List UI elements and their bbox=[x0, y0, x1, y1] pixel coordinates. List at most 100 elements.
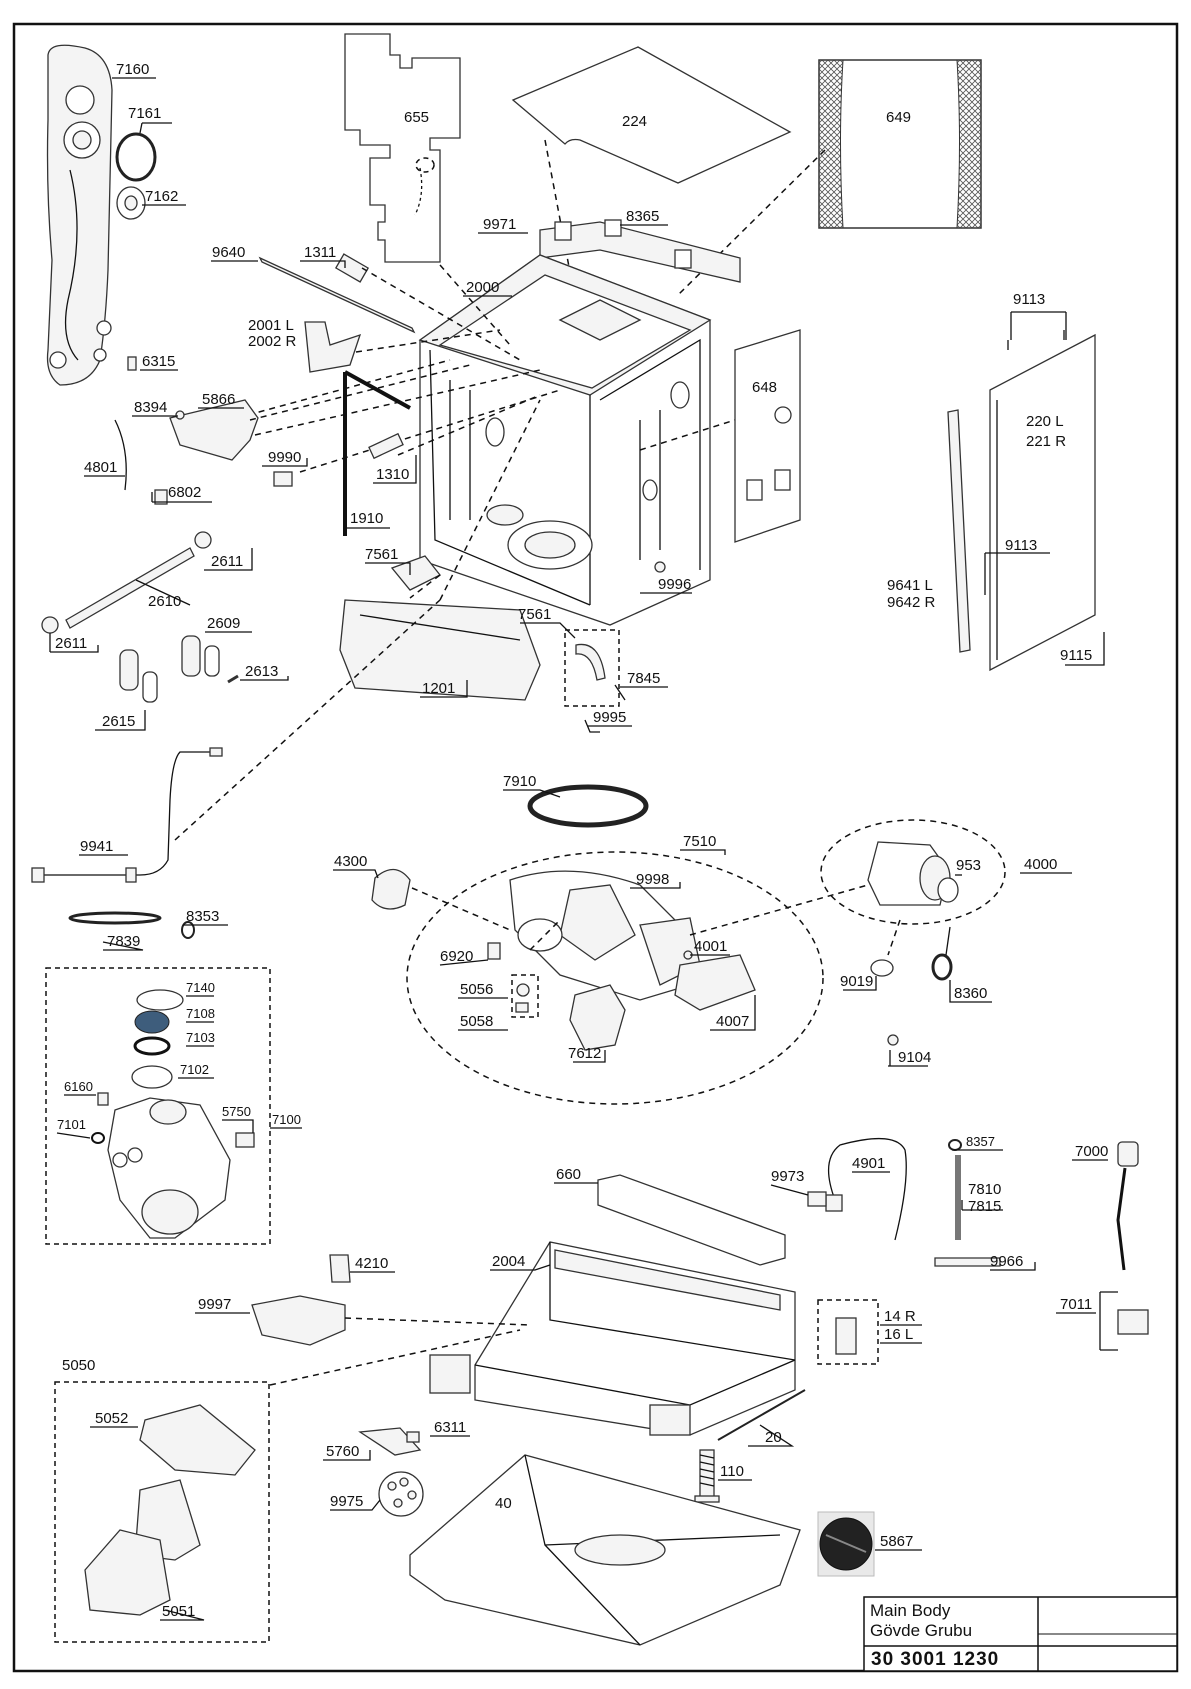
part-660-insulation-bar bbox=[597, 1174, 786, 1266]
page-border bbox=[12, 22, 1179, 1673]
label-2004: 2004 bbox=[492, 1253, 525, 1270]
part-224-insulation-top bbox=[511, 46, 792, 184]
group-5056-5058 bbox=[511, 974, 539, 1018]
part-9966-hose-clip bbox=[934, 1257, 1001, 1267]
group-7510-sump-assembly bbox=[406, 851, 824, 1105]
label-7910: 7910 bbox=[503, 773, 536, 790]
group-7100-softener bbox=[45, 967, 271, 1245]
part-7108-float bbox=[134, 1010, 170, 1034]
part-6311-clip bbox=[406, 1431, 420, 1443]
label-9973: 9973 bbox=[771, 1168, 804, 1185]
label-9998: 9998 bbox=[636, 871, 669, 888]
label-7839: 7839 bbox=[107, 933, 140, 950]
label-5052: 5052 bbox=[95, 1410, 128, 1427]
label-9640: 9640 bbox=[212, 244, 245, 261]
label-9996: 9996 bbox=[658, 576, 691, 593]
label-7101: 7101 bbox=[57, 1117, 86, 1132]
part-7000-inlet-hose bbox=[1116, 1141, 1139, 1271]
part-6315-clip bbox=[127, 356, 137, 371]
label-224: 224 bbox=[622, 113, 647, 130]
label-7815: 7815 bbox=[968, 1198, 1001, 1215]
part-2615-wheel-set bbox=[119, 649, 158, 703]
part-7101-o-ring bbox=[91, 1132, 105, 1144]
label-2613: 2613 bbox=[245, 663, 278, 680]
label-1310: 1310 bbox=[376, 466, 409, 483]
part-6160-sensor bbox=[97, 1092, 109, 1106]
label-9997: 9997 bbox=[198, 1296, 231, 1313]
part-2000-tub bbox=[418, 254, 712, 626]
part-2613-pin bbox=[227, 674, 239, 684]
part-8394-screw bbox=[175, 410, 185, 420]
part-9975-filter-disc bbox=[378, 1471, 424, 1517]
label-8394: 8394 bbox=[134, 399, 167, 416]
part-7160-housing bbox=[46, 44, 113, 386]
label-2609: 2609 bbox=[207, 615, 240, 632]
label-9971: 9971 bbox=[483, 216, 516, 233]
label-4300: 4300 bbox=[334, 853, 367, 870]
label-5050: 5050 bbox=[62, 1357, 95, 1374]
part-5051-frame bbox=[84, 1529, 171, 1616]
part-2610-strip bbox=[65, 547, 195, 629]
part-6802-sensor bbox=[154, 489, 168, 505]
label-110: 110 bbox=[720, 1463, 744, 1480]
label-655: 655 bbox=[404, 109, 429, 126]
label-9113-mid: 9113 bbox=[1005, 537, 1037, 554]
part-220-221-side-panel bbox=[989, 333, 1096, 672]
part-7011-valve bbox=[1117, 1309, 1149, 1335]
part-5052-cover bbox=[139, 1404, 256, 1476]
part-9998-sump bbox=[509, 870, 701, 1001]
part-9990-clip bbox=[273, 471, 293, 487]
label-8357: 8357 bbox=[966, 1134, 995, 1149]
part-7162-disc bbox=[116, 186, 146, 220]
part-4210-sensor bbox=[329, 1254, 351, 1283]
label-7160: 7160 bbox=[116, 61, 149, 78]
part-7910-gasket-ring bbox=[527, 784, 649, 828]
part-7140-cap bbox=[136, 989, 184, 1011]
label-5051: 5051 bbox=[162, 1603, 195, 1620]
part-655-insulation bbox=[344, 33, 461, 263]
part-7100-softener-body bbox=[107, 1097, 231, 1239]
label-7103: 7103 bbox=[186, 1030, 215, 1045]
part-110-foot bbox=[694, 1449, 720, 1503]
label-9115: 9115 bbox=[1060, 647, 1092, 664]
label-9941: 9941 bbox=[80, 838, 113, 855]
label-221-r: 221 R bbox=[1026, 433, 1066, 450]
label-9966: 9966 bbox=[990, 1253, 1023, 1270]
label-8360: 8360 bbox=[954, 985, 987, 1002]
label-7561-left: 7561 bbox=[365, 546, 398, 563]
part-4007-filter bbox=[674, 954, 756, 1011]
label-7100: 7100 bbox=[272, 1112, 301, 1127]
label-4901: 4901 bbox=[852, 1155, 885, 1172]
label-6315: 6315 bbox=[142, 353, 175, 370]
part-8357-clamp bbox=[948, 1139, 962, 1151]
label-4000: 4000 bbox=[1024, 856, 1057, 873]
label-660: 660 bbox=[556, 1166, 581, 1183]
label-9113-top: 9113 bbox=[1013, 291, 1045, 308]
label-2002-r: 2002 R bbox=[248, 333, 297, 350]
part-9640-strip bbox=[258, 256, 416, 334]
part-9996-screw bbox=[654, 561, 666, 573]
label-2000: 2000 bbox=[466, 279, 499, 296]
label-2611-left: 2611 bbox=[55, 635, 87, 652]
part-648-side-insulation bbox=[734, 329, 801, 543]
label-1311: 1311 bbox=[304, 244, 336, 261]
part-8360-clamp bbox=[931, 953, 953, 981]
title-part-number: 30 3001 1230 bbox=[871, 1649, 999, 1670]
label-6920: 6920 bbox=[440, 948, 473, 965]
part-7103-o-ring bbox=[133, 1036, 171, 1056]
label-4001: 4001 bbox=[694, 938, 727, 955]
part-9997-cover bbox=[251, 1295, 346, 1346]
part-649-insulation-block bbox=[818, 59, 982, 229]
part-9973-filter bbox=[807, 1191, 827, 1207]
part-1201-front-panel bbox=[339, 599, 541, 701]
label-20: 20 bbox=[765, 1429, 782, 1446]
label-4801: 4801 bbox=[84, 459, 117, 476]
part-7561-hinge-right bbox=[575, 643, 606, 681]
label-5866: 5866 bbox=[202, 391, 235, 408]
label-9975: 9975 bbox=[330, 1493, 363, 1510]
label-7011: 7011 bbox=[1060, 1296, 1092, 1313]
part-1310-latch bbox=[368, 432, 404, 460]
label-7162: 7162 bbox=[145, 188, 178, 205]
